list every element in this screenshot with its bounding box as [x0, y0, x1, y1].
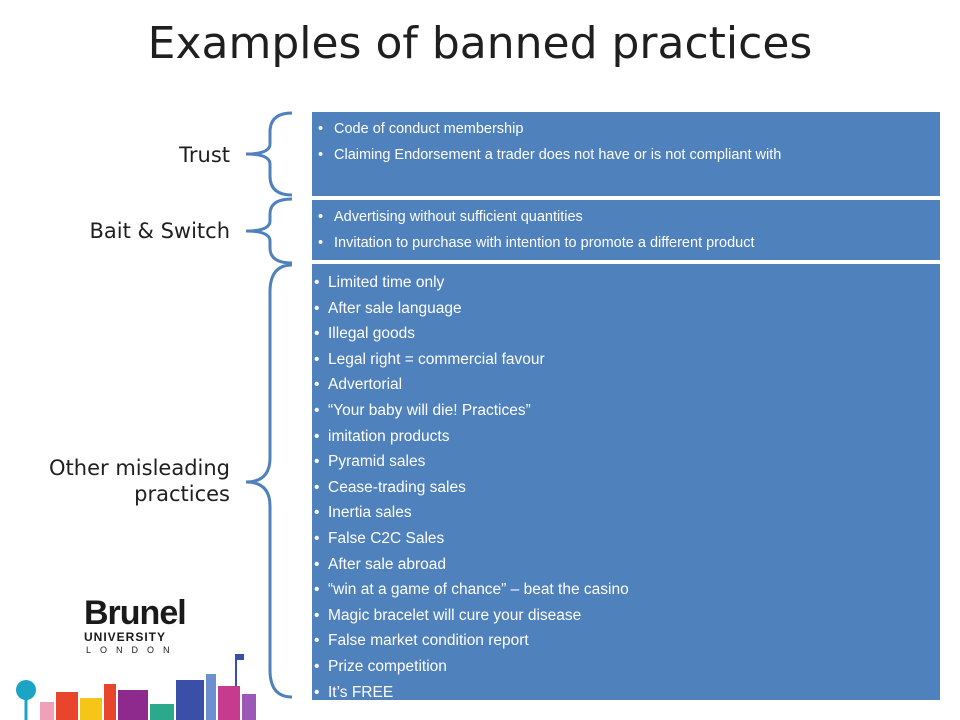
bait-switch-box: Advertising without sufficient quantitie…: [312, 200, 940, 260]
other-misleading-list: Limited time only After sale language Il…: [312, 270, 930, 705]
list-item: After sale language: [312, 296, 930, 322]
list-item: Claiming Endorsement a trader does not h…: [312, 144, 940, 167]
list-item: imitation products: [312, 424, 930, 450]
list-item: Inertia sales: [312, 500, 930, 526]
list-item: Limited time only: [312, 270, 930, 296]
logo-wordmark: Brunel: [84, 594, 187, 632]
list-item: False C2C Sales: [312, 526, 930, 552]
logo-university: UNIVERSITY: [84, 630, 167, 644]
slide-title: Examples of banned practices: [147, 18, 813, 69]
group-label-line: Other misleading: [49, 456, 230, 480]
brace-icon: [245, 197, 293, 265]
list-item: Magic bracelet will cure your disease: [312, 603, 930, 629]
list-item: After sale abroad: [312, 552, 930, 578]
group-label-other-misleading: Other misleading practices: [49, 455, 230, 507]
list-item: Advertorial: [312, 372, 930, 398]
trust-list: Code of conduct membership Claiming Endo…: [312, 116, 940, 167]
list-item: Legal right = commercial favour: [312, 347, 930, 373]
list-item: “win at a game of chance” – beat the cas…: [312, 577, 930, 603]
bait-switch-list: Advertising without sufficient quantitie…: [312, 204, 940, 256]
brace-icon: [245, 263, 293, 699]
university-logo-icon: [16, 654, 256, 720]
trust-box: Code of conduct membership Claiming Endo…: [312, 112, 940, 196]
list-item: Cease-trading sales: [312, 475, 930, 501]
list-item: Pyramid sales: [312, 449, 930, 475]
list-item: False market condition report: [312, 628, 930, 654]
list-item: Illegal goods: [312, 321, 930, 347]
list-item: Prize competition: [312, 654, 930, 680]
group-label-bait-switch: Bait & Switch: [89, 219, 231, 243]
list-item: It’s FREE: [312, 680, 930, 706]
logo-london: LONDON: [86, 645, 179, 655]
list-item: “Your baby will die! Practices”: [312, 398, 930, 424]
group-label-trust: Trust: [179, 143, 230, 167]
list-item: Invitation to purchase with intention to…: [312, 230, 940, 256]
list-item: Advertising without sufficient quantitie…: [312, 204, 940, 230]
brace-icon: [245, 111, 293, 197]
list-item: Code of conduct membership: [312, 116, 940, 142]
other-misleading-box: Limited time only After sale language Il…: [312, 264, 940, 705]
group-label-line: practices: [134, 482, 230, 506]
